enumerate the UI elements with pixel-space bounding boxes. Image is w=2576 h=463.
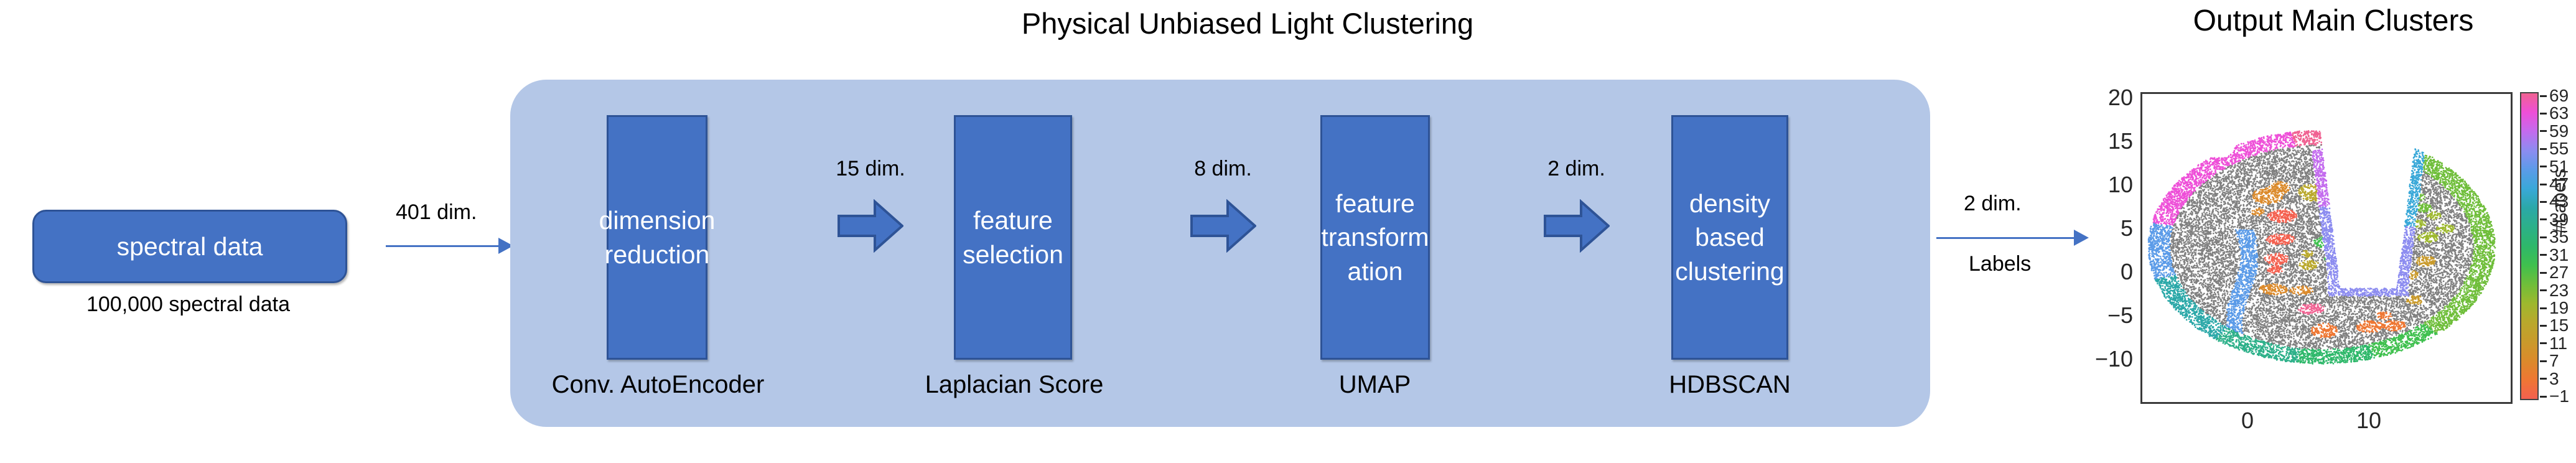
scatter-plot-axes <box>2140 92 2513 404</box>
y-tick-label: −5 <box>2083 302 2133 329</box>
spectral-data-box: spectral data <box>32 210 347 283</box>
input-to-pipeline-arrow-icon <box>386 233 513 258</box>
colorbar-tick: 27 <box>2540 263 2569 283</box>
y-tick-label: 20 <box>2083 85 2133 111</box>
colorbar-tick: 7 <box>2540 351 2559 371</box>
colorbar-tick: 31 <box>2540 245 2569 265</box>
colorbar-tick: 63 <box>2540 103 2569 123</box>
colorbar-tick: 39 <box>2540 210 2569 230</box>
input-arrow-label: 401 dim. <box>396 200 477 225</box>
colorbar-tick: 55 <box>2540 139 2569 159</box>
colorbar-tick: 15 <box>2540 316 2569 335</box>
y-tick-label: −10 <box>2083 346 2133 372</box>
block-arrow-icon-2 <box>1190 199 1256 253</box>
colorbar-tick: 51 <box>2540 157 2569 177</box>
stage-caption-hdbscan: HDBSCAN <box>1605 371 1854 399</box>
stage-caption-conv-autoencoder: Conv. AutoEncoder <box>501 371 815 399</box>
colorbar-tick: 47 <box>2540 174 2569 194</box>
y-tick-label: 5 <box>2083 215 2133 241</box>
output-arrow-label-bottom: Labels <box>1969 252 2031 276</box>
y-tick-label: 0 <box>2083 259 2133 285</box>
spectral-data-label: spectral data <box>117 232 263 261</box>
colorbar-tick: 3 <box>2540 369 2559 389</box>
stage-arrow-label-2-dim: 2 dim. <box>1522 157 1631 181</box>
stage-arrow-label-15-dim: 15 dim. <box>813 157 928 181</box>
colorbar-tick: 43 <box>2540 192 2569 212</box>
colorbar-tick: 19 <box>2540 298 2569 318</box>
arrow-shaft <box>1936 236 2074 239</box>
block-arrow-icon-1 <box>838 199 903 253</box>
block-arrow-icon-3 <box>1544 199 1610 253</box>
arrow-head <box>2074 230 2089 246</box>
colorbar-tick: 11 <box>2540 334 2567 353</box>
colorbar-tick: 23 <box>2540 281 2569 301</box>
x-tick-label: 0 <box>2219 408 2275 434</box>
colorbar-axis-label: #Labels <box>2549 169 2570 234</box>
colorbar-gradient <box>2521 93 2537 399</box>
output-panel-title: Output Main Clusters <box>2109 4 2557 38</box>
colorbar-tick: 59 <box>2540 121 2569 141</box>
arrow-shaft <box>386 245 499 247</box>
colorbar-tick: 35 <box>2540 227 2569 247</box>
x-tick-label: 10 <box>2341 408 2397 434</box>
pipeline-title: Physical Unbiased Light Clustering <box>905 6 1590 40</box>
scatter-points-layer <box>2147 129 2496 365</box>
colorbar <box>2520 92 2539 400</box>
stage-caption-laplacian-score: Laplacian Score <box>877 371 1151 399</box>
output-arrow-label-top: 2 dim. <box>1964 192 2022 216</box>
colorbar-tick: −1 <box>2540 386 2569 406</box>
pipeline-to-output-arrow-icon <box>1936 225 2089 250</box>
stage-caption-umap: UMAP <box>1258 371 1491 399</box>
stage-arrow-label-8-dim: 8 dim. <box>1169 157 1277 181</box>
y-tick-label: 10 <box>2083 172 2133 198</box>
spectral-data-caption: 100,000 spectral data <box>19 292 358 317</box>
y-tick-label: 15 <box>2083 128 2133 154</box>
colorbar-tick: 69 <box>2540 86 2569 106</box>
